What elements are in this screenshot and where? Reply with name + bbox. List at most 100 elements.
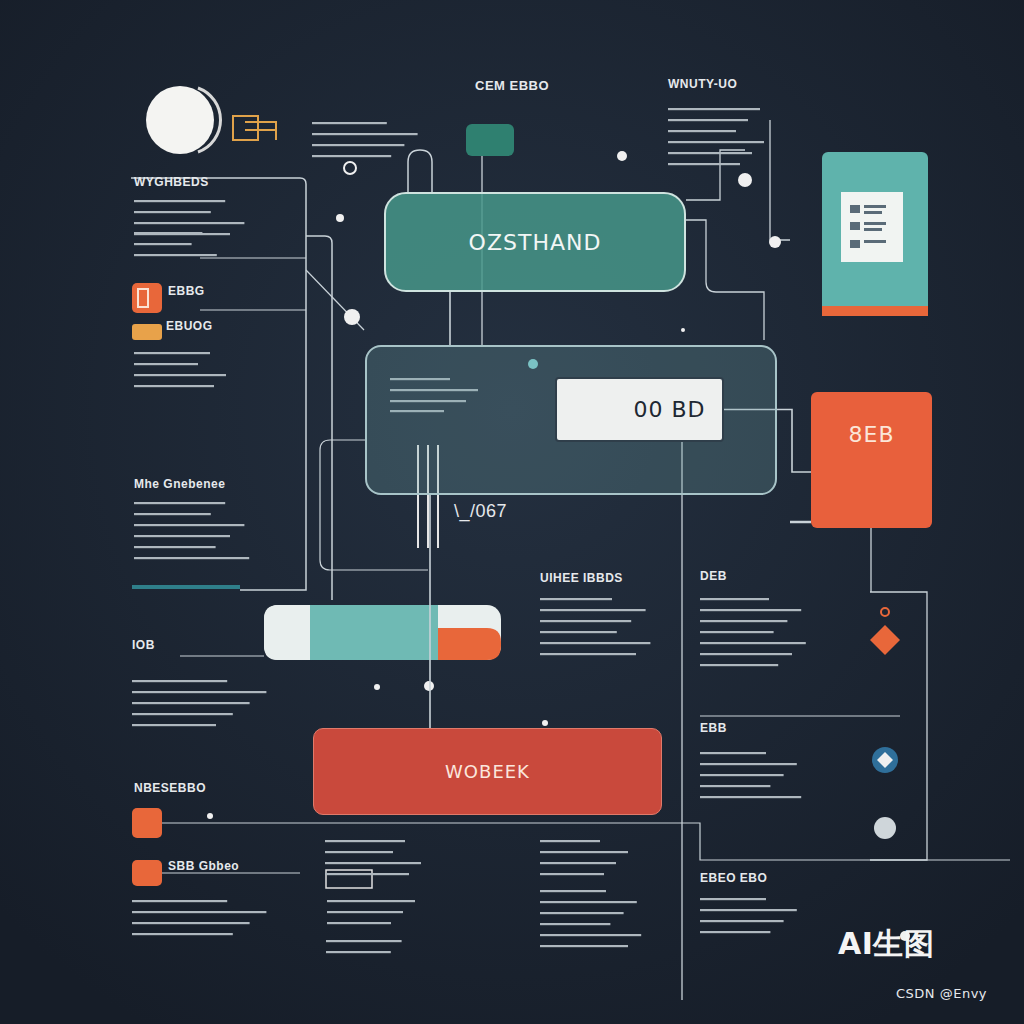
connector (429, 495, 431, 728)
label: EBUOG (166, 319, 213, 333)
bar (132, 585, 240, 589)
text-row (540, 923, 610, 925)
text-row (700, 609, 801, 611)
pill-bar (264, 605, 501, 660)
text-row (540, 873, 604, 875)
text-row (700, 752, 766, 754)
wire (306, 236, 332, 600)
blue-icon (872, 747, 898, 773)
text-row (700, 785, 770, 787)
text-row (325, 851, 393, 853)
text-row (132, 922, 250, 924)
text-row (132, 691, 266, 693)
label: EBB (700, 721, 727, 735)
teal-card (822, 152, 928, 316)
pill-bar (264, 605, 310, 660)
pin-icon (881, 608, 889, 616)
teal-card (822, 306, 928, 316)
text-row (540, 609, 646, 611)
text-row (540, 840, 600, 842)
blue-icon (877, 752, 893, 768)
card-screen (841, 192, 903, 262)
text-row (134, 385, 214, 387)
text-row (540, 653, 636, 655)
text-row (326, 940, 402, 942)
text-row (134, 232, 202, 234)
text-row (327, 911, 403, 913)
text-row (540, 901, 637, 903)
text-rows (132, 108, 871, 953)
teal-tab (466, 124, 514, 156)
text-row (540, 934, 641, 936)
box-label: WOBEEK (445, 761, 530, 782)
label: IOB (132, 638, 155, 652)
text-row (540, 631, 617, 633)
small-icon (233, 116, 276, 140)
text-row (700, 631, 774, 633)
orange-icon (138, 289, 148, 307)
wire (790, 521, 811, 524)
text-row (134, 374, 226, 376)
text-row (134, 502, 225, 504)
orange-icon (132, 808, 162, 838)
text-row (325, 840, 405, 842)
pill-bar (438, 628, 501, 660)
text-row (134, 243, 192, 245)
label: UIHEE IBBDS (540, 571, 623, 585)
text-row (327, 922, 391, 924)
text-row (134, 513, 211, 515)
watermark: AI生图 (838, 924, 934, 965)
pill-bar (310, 605, 438, 660)
text-row (540, 642, 650, 644)
text-row (700, 931, 770, 933)
text-row (668, 108, 760, 110)
text-row (132, 900, 227, 902)
text-row (700, 898, 766, 900)
watermark: CSDN @Envy (896, 986, 987, 1001)
orange-icon (132, 324, 162, 340)
wire (700, 715, 900, 716)
wire (870, 528, 871, 592)
text-row (312, 133, 418, 135)
text-row (700, 909, 797, 911)
text-row (134, 200, 225, 202)
text-row (134, 557, 249, 559)
display-box: 00 BD (555, 377, 724, 442)
wire (180, 655, 264, 656)
red-box: WOBEEK (313, 728, 662, 815)
text-row (540, 862, 616, 864)
text-row (325, 862, 421, 864)
label: WNUTY-UO (668, 77, 737, 91)
text-row (700, 774, 784, 776)
text-row (312, 122, 387, 124)
text-row (700, 920, 784, 922)
text-row (134, 352, 210, 354)
text-row (132, 724, 216, 726)
text-row (134, 211, 211, 213)
panel: 00 BD (365, 345, 777, 495)
text-row (132, 933, 233, 935)
wire (200, 309, 306, 310)
small-box (326, 870, 372, 888)
ring (198, 88, 221, 152)
text-row (700, 598, 769, 600)
label: Mhe Gnebenee (134, 477, 225, 491)
process-box: OZSTHAND (384, 192, 686, 292)
text-row (540, 890, 606, 892)
text-row (540, 851, 628, 853)
text-row (668, 152, 752, 154)
text-row (540, 945, 628, 947)
text-row (134, 222, 244, 224)
orange-icon (132, 283, 162, 313)
orange-card: 8EB (811, 392, 932, 528)
box-label: OZSTHAND (469, 230, 602, 255)
label: \_/067 (454, 501, 507, 522)
wire (200, 257, 306, 258)
text-row (668, 119, 748, 121)
text-row (668, 130, 736, 132)
text-row (312, 144, 404, 146)
text-row (700, 642, 806, 644)
text-row (132, 911, 266, 913)
wire (770, 120, 790, 240)
